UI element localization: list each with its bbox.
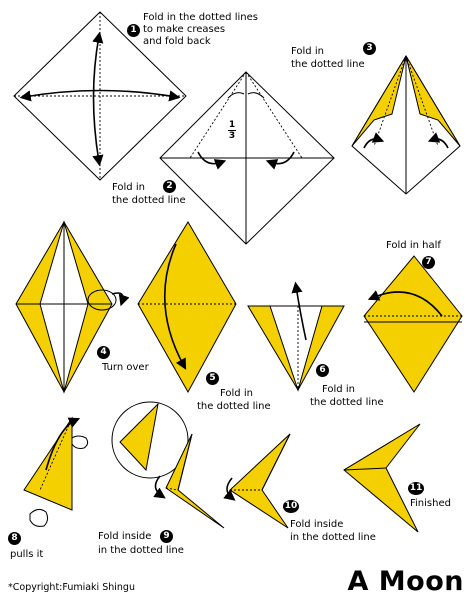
step-3-line-2: the dotted line (291, 59, 365, 70)
step-4-line-1: Turn over (102, 362, 149, 373)
step-11-badge: 11 (408, 482, 424, 495)
step-3-badge: 3 (363, 42, 376, 55)
step-2-line-1: Fold in (112, 182, 145, 193)
step-10-figure (223, 433, 291, 529)
step-6-badge: 6 (316, 364, 329, 377)
fraction-numerator: 1 (228, 120, 236, 130)
step-5-figure (137, 221, 237, 394)
step-3-line-1: Fold in (291, 46, 324, 57)
step-3-figure (351, 55, 461, 195)
step-9-line-2: in the dotted line (98, 545, 184, 556)
step-10-line-1: Fold inside (290, 519, 344, 530)
step-7-figure (363, 255, 463, 393)
step-1-line-3: and fold back (143, 36, 211, 47)
fraction-one-third: 1 3 (228, 120, 236, 141)
step-5-line-1: Fold in (220, 388, 253, 399)
step-11-line-1: Finished (410, 498, 451, 509)
step-10-badge: 10 (283, 500, 299, 513)
step-1-line-2: to make creases (143, 24, 226, 35)
step-8-line-1: pulls it (10, 549, 44, 560)
step-1-line-1: Fold in the dotted lines (143, 12, 258, 23)
step-11-figure (343, 423, 421, 533)
copyright-text: *Copyright:Fumiaki Shingu (8, 582, 135, 593)
step-9-badge: 9 (160, 530, 173, 543)
step-8-badge: 8 (8, 532, 21, 545)
step-1-badge: 1 (127, 24, 140, 37)
step-6-figure (247, 281, 345, 392)
step-8-figure (23, 401, 189, 527)
step-9-line-1: Fold inside (98, 531, 152, 542)
step-6-line-2: the dotted line (310, 397, 384, 408)
step-4-badge: 4 (97, 346, 110, 359)
page-title: A Moon (347, 566, 464, 597)
step-1-figure (13, 11, 187, 181)
step-7-badge: 7 (422, 256, 435, 269)
step-6-line-1: Fold in (322, 384, 355, 395)
step-5-line-2: the dotted line (197, 401, 271, 412)
fraction-bar (228, 130, 236, 131)
step-4-figure (15, 220, 130, 394)
step-9-figure (153, 433, 225, 529)
step-10-line-2: in the dotted line (290, 532, 376, 543)
step-2-badge: 2 (163, 180, 176, 193)
step-7-line-1: Fold in half (386, 240, 441, 251)
step-2-figure (159, 71, 335, 245)
step-5-badge: 5 (206, 372, 219, 385)
step-2-line-2: the dotted line (112, 195, 186, 206)
fraction-denominator: 3 (228, 131, 236, 141)
